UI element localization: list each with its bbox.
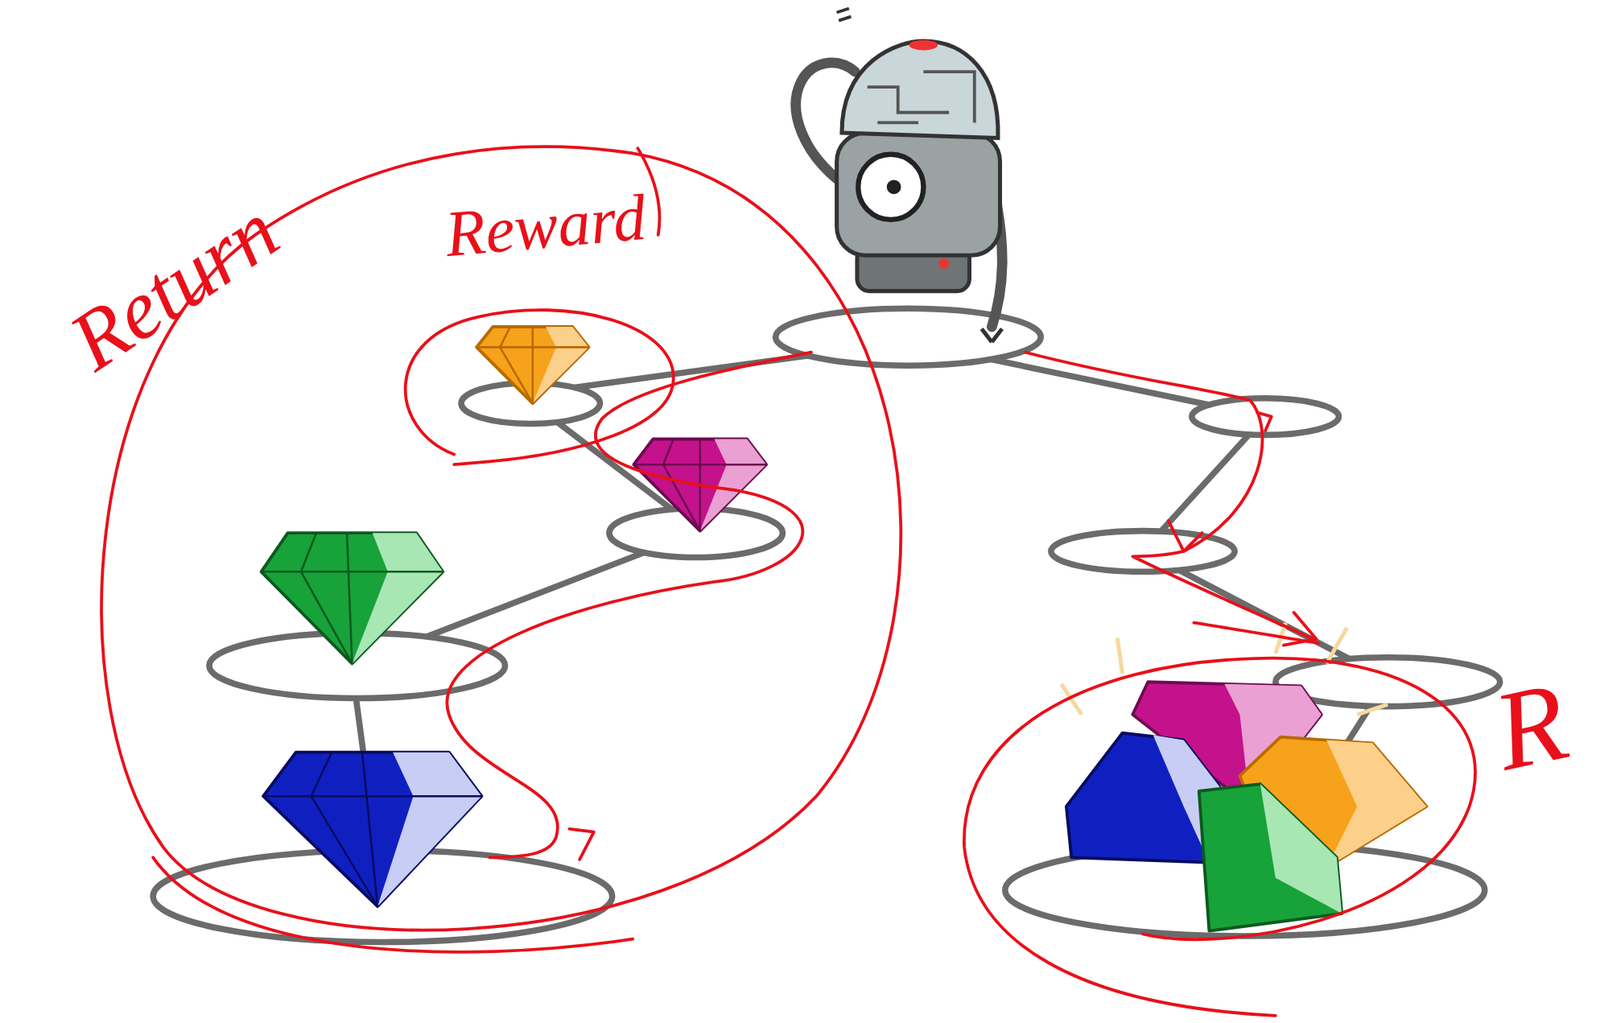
gem-facet [532, 326, 590, 404]
arrow-head [1168, 520, 1203, 552]
platform [775, 308, 1042, 366]
gems [261, 326, 1427, 932]
gem-facet [700, 438, 767, 531]
green-gem [261, 532, 444, 664]
gem-body [261, 532, 444, 664]
trajectory-arrow [446, 352, 812, 858]
gem-line [261, 532, 444, 664]
reward-circle [405, 309, 674, 465]
reward-label: Reward [443, 185, 649, 269]
platform [1191, 398, 1340, 436]
robot-claw [981, 329, 1003, 343]
gem-facet [377, 752, 482, 907]
gem-line [263, 752, 482, 907]
gem-facet [351, 532, 443, 664]
orange-gem [476, 326, 589, 404]
robot-light [909, 40, 939, 51]
robot-circuit [867, 71, 975, 123]
robot-light [938, 258, 949, 269]
gem-facet [1326, 740, 1427, 868]
arrow-head [1257, 412, 1272, 432]
annotation-letter: R [1485, 664, 1576, 789]
annotation-stroke [1193, 622, 1319, 644]
gem-facet [1260, 783, 1342, 914]
red-annotations [101, 146, 1476, 1016]
blue-gem [263, 752, 482, 907]
annotation-stroke [152, 857, 633, 952]
robot-body [837, 132, 1001, 256]
arrow-head [569, 828, 594, 860]
trajectory-arrow [1025, 352, 1312, 639]
robot-dome [841, 41, 998, 138]
gem-body [476, 326, 589, 404]
return-circle [964, 658, 1476, 1016]
return-label: Return [55, 187, 292, 384]
gem-body [263, 752, 482, 907]
gem-body [1199, 783, 1343, 932]
motion-mark [837, 8, 852, 21]
robot-eye [857, 154, 924, 220]
gem-line [476, 326, 589, 404]
robot [795, 8, 1003, 343]
robot-pupil [886, 179, 902, 194]
platforms [152, 308, 1501, 942]
